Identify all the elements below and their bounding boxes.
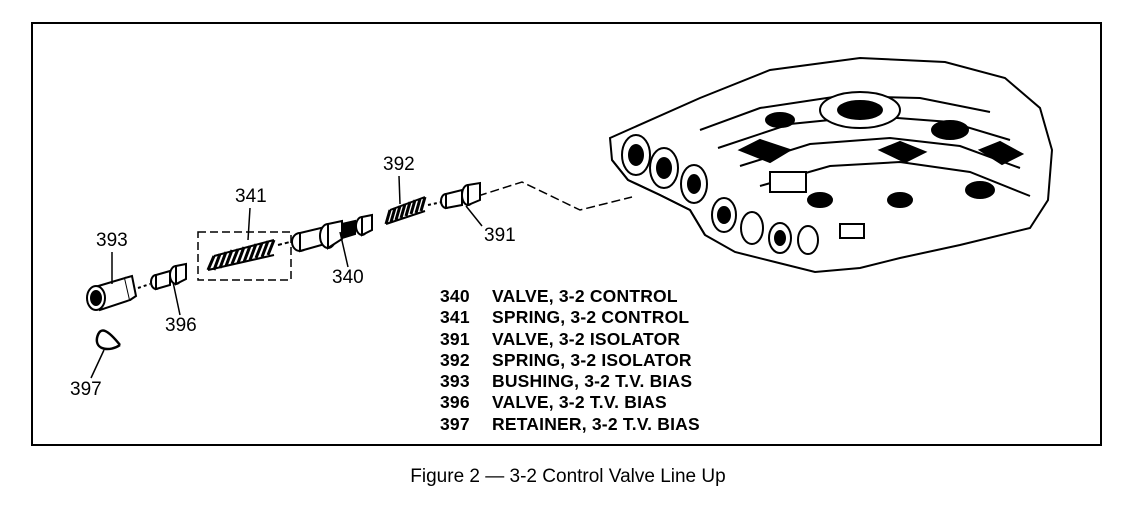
callout-396: 396	[165, 315, 197, 336]
legend-description: RETAINER, 3-2 T.V. BIAS	[492, 413, 700, 434]
legend-number: 392	[440, 349, 470, 370]
retainer-397	[95, 329, 121, 351]
legend-number: 391	[440, 328, 470, 349]
legend-description: VALVE, 3-2 T.V. BIAS	[492, 392, 667, 413]
spring-341-dashed-box	[197, 231, 292, 281]
legend-item: 397 RETAINER, 3-2 T.V. BIAS	[440, 414, 700, 435]
bushing-393	[86, 274, 138, 312]
legend-item: 393 BUSHING, 3-2 T.V. BIAS	[440, 371, 700, 392]
legend-number: 341	[440, 307, 470, 328]
valve-396	[137, 262, 187, 291]
valve-391	[427, 181, 481, 210]
legend-description: VALVE, 3-2 CONTROL	[492, 286, 678, 306]
valve-340	[277, 213, 373, 253]
valve-body-casting	[608, 56, 1054, 274]
leader-line-to-bore	[477, 181, 633, 211]
callout-341: 341	[235, 186, 267, 207]
spring-341	[206, 239, 276, 271]
callout-391: 391	[484, 225, 516, 246]
legend-number: 397	[440, 413, 470, 434]
legend-number: 340	[440, 286, 470, 306]
figure-frame	[31, 22, 1102, 446]
legend-item: 340 VALVE, 3-2 CONTROL	[440, 286, 700, 307]
legend-item: 391 VALVE, 3-2 ISOLATOR	[440, 329, 700, 350]
callout-393: 393	[96, 230, 128, 251]
callout-leaders	[90, 175, 483, 379]
figure-caption: Figure 2 — 3-2 Control Valve Line Up	[410, 466, 726, 487]
legend-number: 396	[440, 392, 470, 413]
legend-description: BUSHING, 3-2 T.V. BIAS	[492, 371, 693, 392]
legend-description: SPRING, 3-2 CONTROL	[492, 307, 690, 328]
legend-item: 341 SPRING, 3-2 CONTROL	[440, 307, 700, 328]
legend-item: 396 VALVE, 3-2 T.V. BIAS	[440, 392, 700, 413]
callout-340: 340	[332, 267, 364, 288]
legend-item: 392 SPRING, 3-2 ISOLATOR	[440, 350, 700, 371]
legend-number: 393	[440, 371, 470, 392]
spring-392	[384, 196, 427, 225]
legend-description: VALVE, 3-2 ISOLATOR	[492, 328, 681, 349]
callout-392: 392	[383, 154, 415, 175]
parts-legend: 340 VALVE, 3-2 CONTROL 341 SPRING, 3-2 CON…	[440, 286, 700, 435]
callout-397: 397	[70, 379, 102, 400]
legend-description: SPRING, 3-2 ISOLATOR	[492, 349, 692, 370]
